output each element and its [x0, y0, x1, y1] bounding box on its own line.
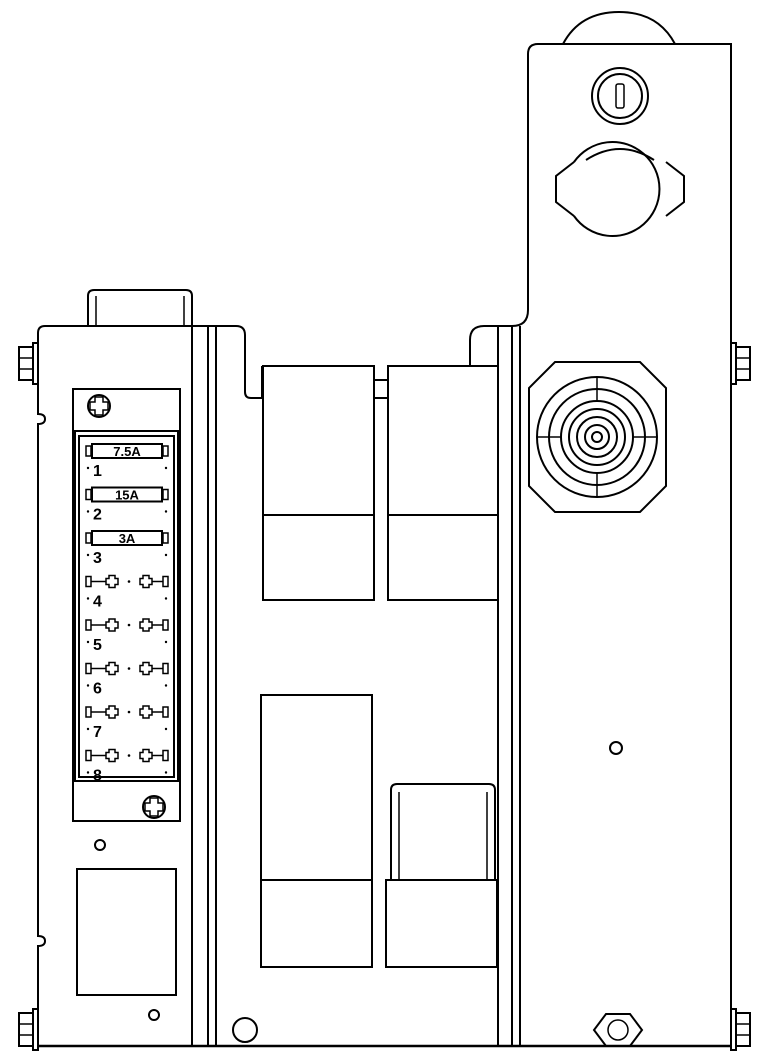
key-switch[interactable] [591, 67, 649, 125]
right-lower-bolt [730, 1008, 751, 1051]
fuse-position-number: 1 [93, 463, 102, 480]
fuse-contact [85, 749, 92, 762]
slot-dot [86, 553, 90, 557]
slot-dot [127, 623, 131, 627]
fuse-contact [85, 532, 92, 544]
empty-fuse-terminal[interactable] [105, 748, 119, 763]
fuse-contact [85, 575, 92, 588]
left-lower-bolt [18, 1008, 39, 1051]
fuse-rating-label: 15A [115, 488, 139, 503]
fuse-contact [85, 445, 92, 457]
fuse-contact [162, 575, 169, 588]
fuse-contact [162, 749, 169, 762]
fuse-position-number: 3 [93, 550, 102, 567]
hex-bolt [592, 1013, 644, 1047]
mounting-hole [609, 741, 623, 755]
relay-lower-left [260, 694, 373, 968]
empty-fuse-terminal[interactable] [139, 661, 153, 676]
slot-dot [164, 510, 168, 513]
relay-lower-right [385, 783, 498, 968]
slot-dot [164, 640, 168, 644]
left-panel-outline [37, 325, 262, 1046]
left-upper-bolt [18, 342, 39, 385]
fuse-contact [162, 532, 169, 544]
phillips-screw-icon [87, 394, 111, 418]
right-panel-outline [484, 43, 732, 1046]
fuse-contact [85, 619, 92, 631]
relay-upper-left [262, 365, 375, 601]
slot-dot [164, 727, 168, 731]
fuse-contact [162, 706, 169, 718]
fuse-position-number: 7 [93, 724, 102, 741]
fuse-contact [162, 488, 169, 501]
slot-dot [164, 771, 168, 774]
round-cover [555, 141, 685, 237]
fuse-body[interactable] [91, 486, 163, 503]
slot-dot [127, 580, 131, 583]
slot-dot [164, 466, 168, 470]
slot-dot [86, 727, 90, 731]
fuse-contact [85, 706, 92, 718]
fuse-rating-label: 7.5A [113, 444, 141, 459]
fuse-contact [162, 662, 169, 675]
empty-fuse-terminal[interactable] [105, 705, 119, 719]
fuse-position-number: 4 [93, 594, 102, 611]
slot-dot [164, 597, 168, 600]
fuse-contact [162, 619, 169, 631]
empty-fuse-terminal[interactable] [139, 705, 153, 719]
slot-dot [127, 667, 131, 670]
mounting-hole [94, 839, 106, 851]
slot-dot [127, 710, 131, 714]
fuse-slots: 7.5A 1 15A 2 3A 3 4 5 6 7 8 [85, 443, 169, 785]
relay-upper-right [387, 365, 499, 601]
phillips-screw-icon [142, 795, 166, 819]
slot-dot [86, 510, 90, 513]
fuse-position-number: 8 [93, 768, 102, 785]
empty-fuse-terminal[interactable] [105, 618, 119, 632]
slot-dot [86, 771, 90, 774]
slot-dot [164, 684, 168, 687]
fuse-panel [72, 388, 181, 822]
empty-fuse-terminal[interactable] [139, 748, 153, 763]
slot-dot [164, 553, 168, 557]
empty-fuse-terminal[interactable] [139, 618, 153, 632]
fuse-contact [85, 662, 92, 675]
slot-dot [86, 597, 90, 600]
empty-fuse-terminal[interactable] [105, 574, 119, 589]
fuse-body[interactable] [91, 443, 163, 459]
slot-dot [127, 754, 131, 757]
mounting-hole [148, 1009, 160, 1021]
fuse-rating-label: 3A [119, 531, 136, 546]
fuse-position-number: 5 [93, 637, 102, 654]
fuse-body[interactable] [91, 530, 163, 546]
slot-dot [86, 684, 90, 687]
empty-fuse-terminal[interactable] [105, 661, 119, 676]
empty-fuse-terminal[interactable] [139, 574, 153, 589]
fuse-position-number: 6 [93, 681, 102, 698]
slot-dot [86, 466, 90, 470]
fuse-contact [162, 445, 169, 457]
right-upper-bolt [730, 342, 751, 385]
mounting-hole [232, 1017, 258, 1043]
lower-cover-plate [76, 868, 177, 996]
top-connector-tab [87, 289, 193, 326]
fuse-contact [85, 488, 92, 501]
slot-dot [86, 640, 90, 644]
cable-gland [528, 361, 667, 513]
fuse-position-number: 2 [93, 507, 102, 524]
